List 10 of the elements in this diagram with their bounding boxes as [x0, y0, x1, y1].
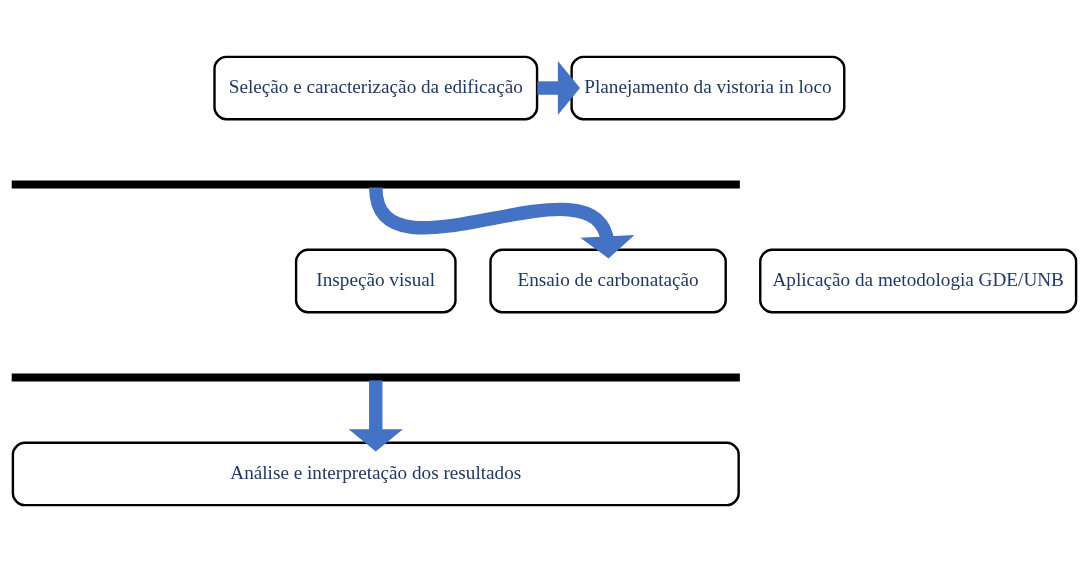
node-bar: [11, 372, 740, 382]
node-box: Análise e interpretação dos resultados: [11, 441, 740, 506]
node-box: Ensaio de carbonatação: [489, 248, 727, 313]
arrow: [537, 60, 580, 115]
node-bar: [11, 179, 740, 189]
node-box: Inspeção visual: [294, 248, 457, 313]
node-box: Aplicação da metodologia GDE/UNB: [759, 248, 1078, 313]
arrow: [348, 379, 403, 451]
node-box: Planejamento da vistoria in loco: [570, 55, 846, 120]
node-box: Seleção e caracterização da edificação: [213, 55, 539, 120]
